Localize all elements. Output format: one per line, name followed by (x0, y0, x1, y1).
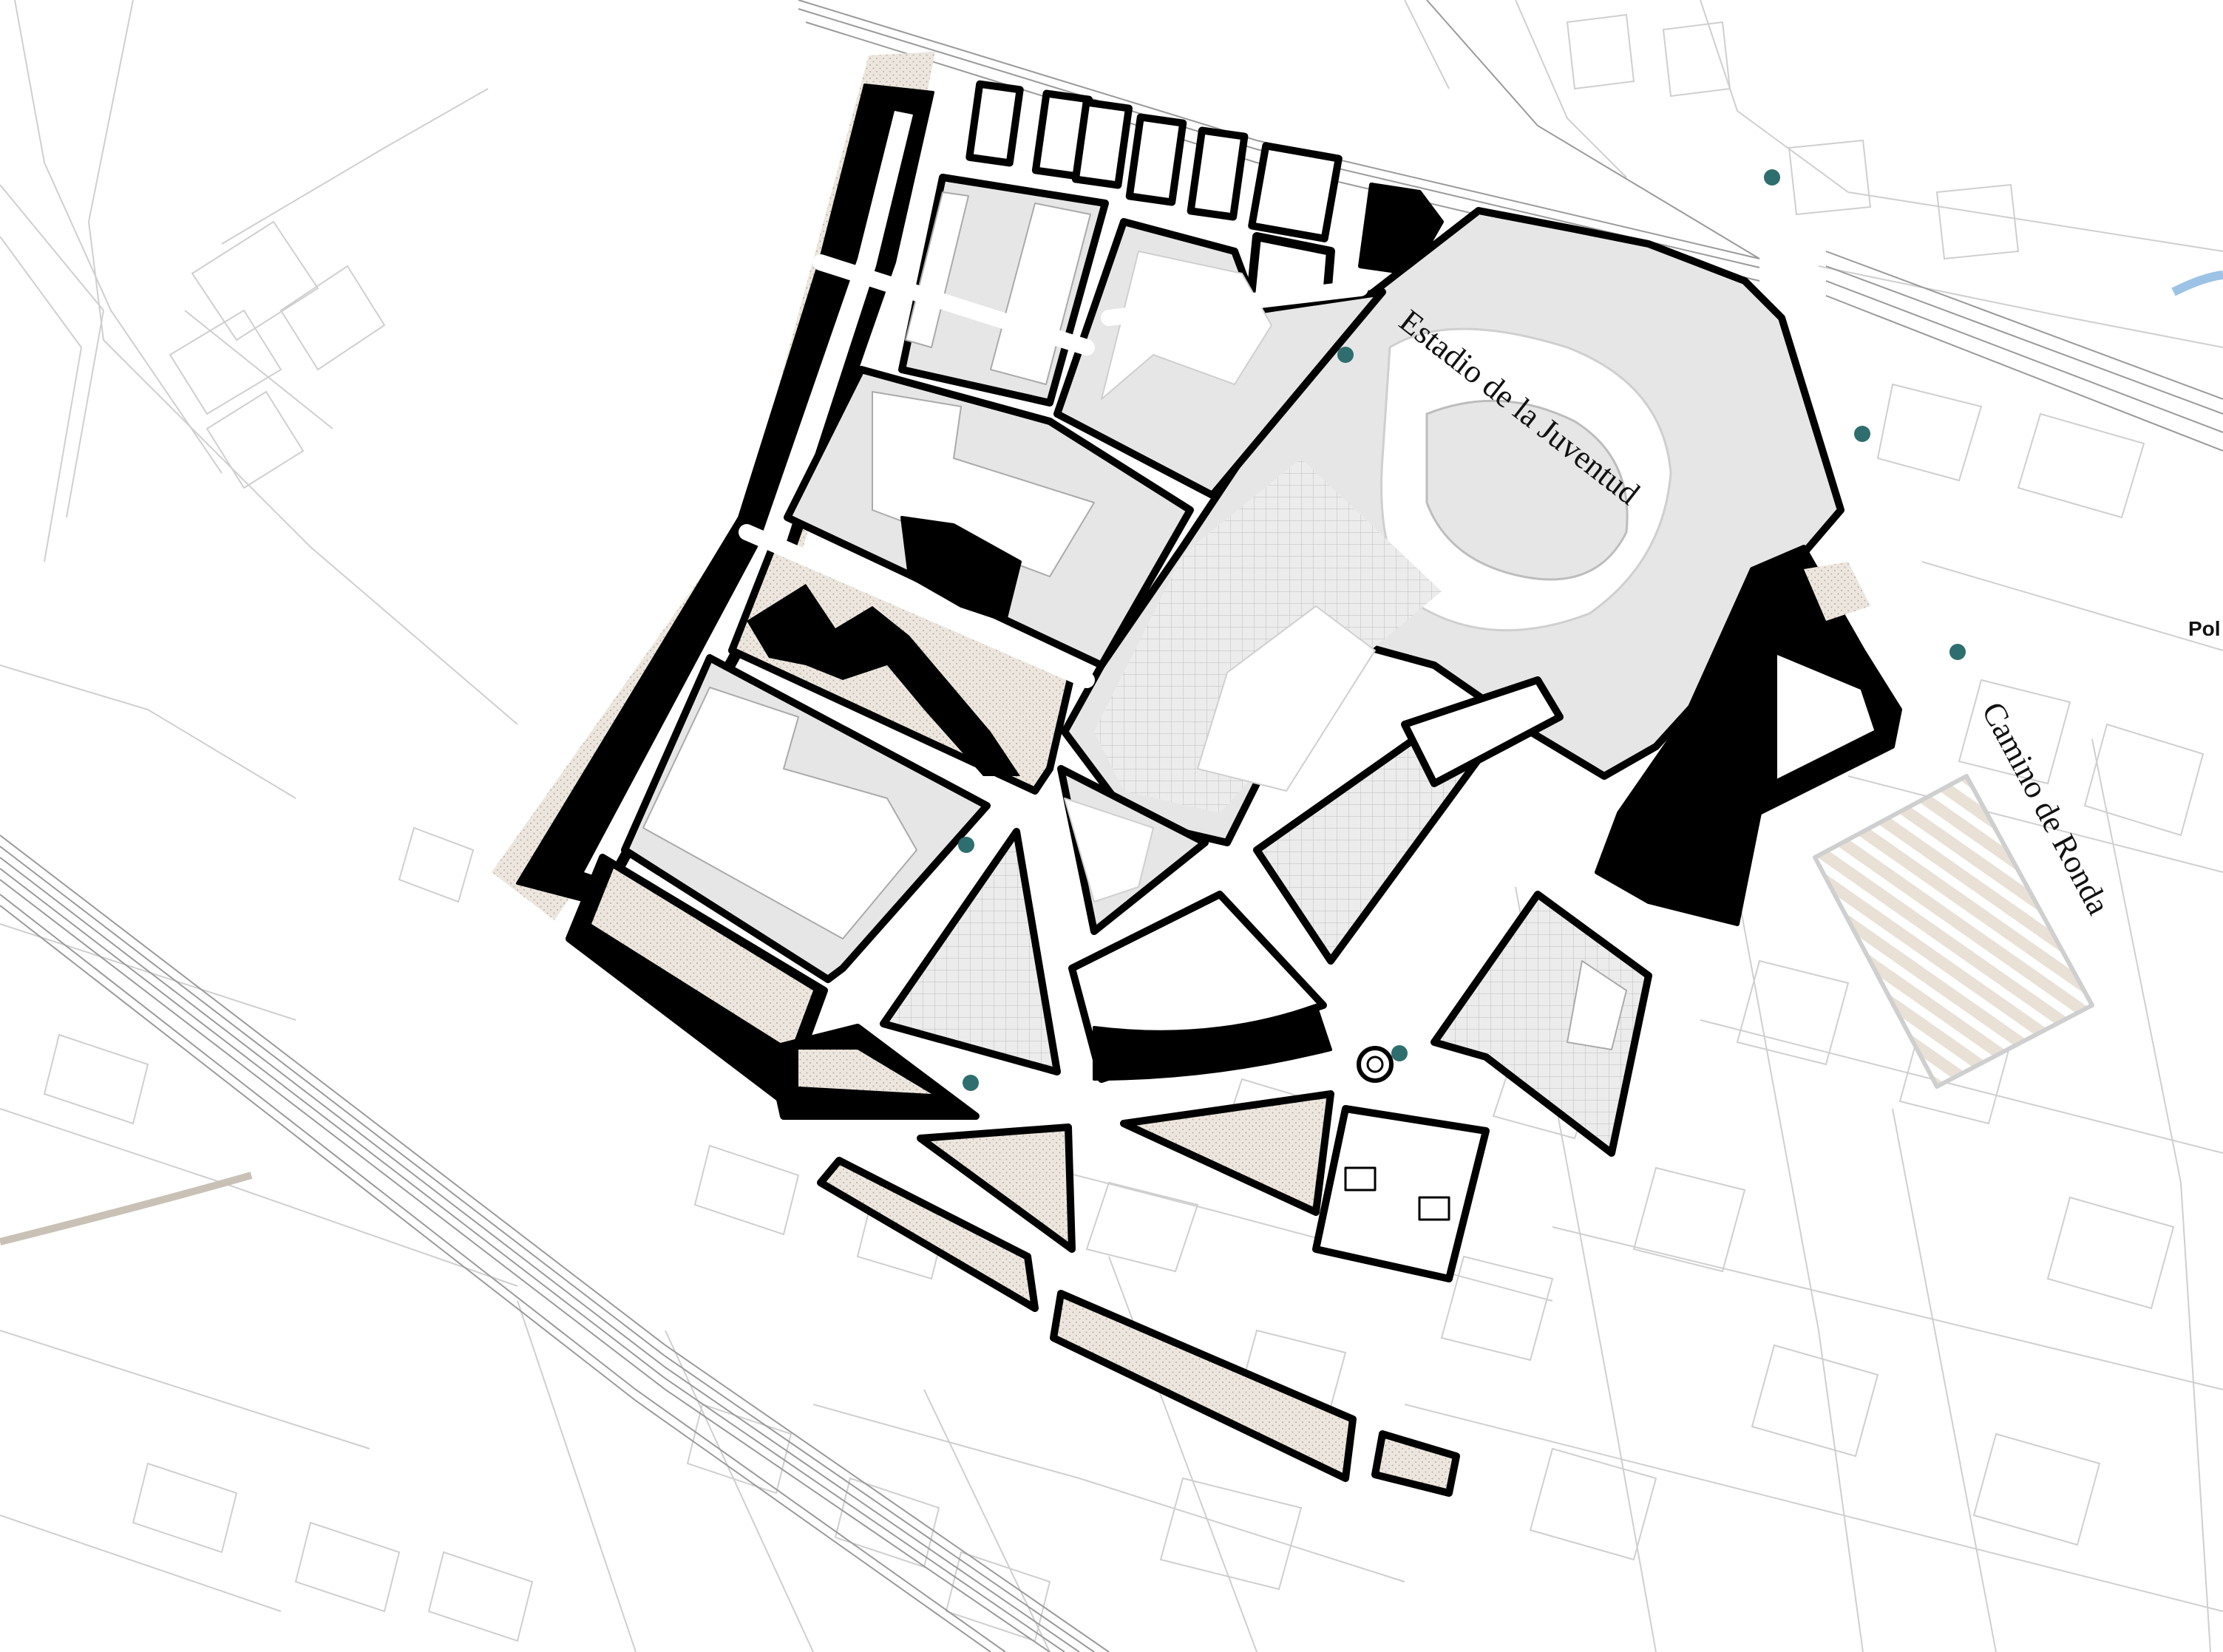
stadium-track (1425, 399, 1629, 581)
stepped-grid-block-2 (1401, 676, 1564, 787)
stadium-grid-area (1094, 458, 1442, 813)
south-small-plot (1371, 1430, 1460, 1497)
south-plot-c (1120, 1090, 1334, 1216)
teal-dot-icon (1854, 426, 1870, 442)
stop-markers (958, 169, 1966, 1091)
south-plot-a-dots (798, 1050, 931, 1094)
south-plot-d-rect1 (1344, 1166, 1377, 1192)
south-plot-d (1312, 1105, 1490, 1282)
teal-dot-icon (1764, 169, 1780, 186)
river-fragment (2171, 271, 2223, 296)
teal-dot-icon (1391, 1045, 1408, 1061)
south-plot-d-rect2 (1418, 1196, 1450, 1221)
teal-dot-icon (1949, 644, 1966, 660)
top-row-buildings (965, 80, 1343, 242)
east-cluster-white (1771, 647, 1881, 786)
teal-dot-icon (958, 837, 974, 853)
internal-streets (739, 254, 1368, 688)
east-block-grid (1430, 891, 1652, 1157)
south-elongated-plot-1 (817, 1157, 1039, 1312)
west-large-block-white (642, 687, 917, 939)
park-black-paths (747, 584, 1020, 776)
north-block-2-white (1101, 251, 1272, 400)
stadium-white-plot (1197, 605, 1376, 792)
central-west-block-white (1064, 798, 1154, 903)
edge-label: Pol (2188, 617, 2221, 640)
east-block-white (1567, 960, 1627, 1050)
teal-dot-icon (1337, 347, 1354, 363)
sports-field (1813, 774, 2094, 1089)
plan-blocks (492, 52, 2094, 1497)
south-black-curve (1093, 1004, 1332, 1081)
middle-black-building (900, 516, 1022, 622)
south-plot-b (917, 1124, 1076, 1253)
roundabout-inner (1366, 1056, 1384, 1073)
south-elongated-plot-2 (1050, 1290, 1357, 1482)
east-black-cluster (1595, 545, 1902, 926)
diagonal-path (0, 1172, 253, 1245)
west-building-inner (584, 111, 913, 880)
central-triangle (880, 828, 1061, 1075)
west-lower-strip-dots (591, 869, 813, 1050)
east-cluster-white2 (1804, 562, 1870, 621)
teal-dot-icon (963, 1075, 979, 1091)
